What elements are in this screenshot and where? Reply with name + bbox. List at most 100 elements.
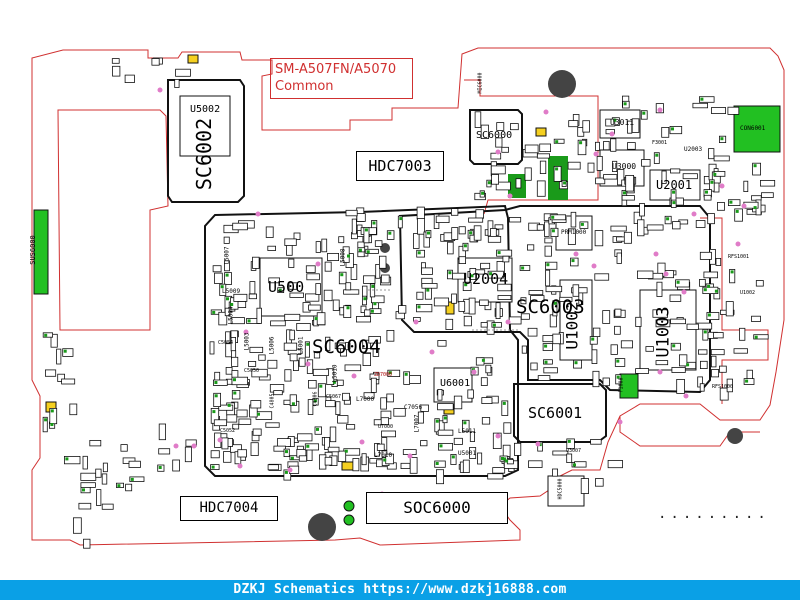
passive-component — [292, 359, 299, 372]
passive-component — [231, 376, 249, 386]
label-l7007: L7007 — [413, 414, 421, 433]
passive-component — [477, 452, 483, 465]
passive-component — [537, 375, 551, 381]
label-l5001: L5001 — [297, 336, 305, 355]
passive-component — [635, 368, 649, 374]
test-point — [495, 433, 501, 439]
test-point — [413, 319, 419, 325]
green-pad — [489, 272, 493, 276]
passive-component — [700, 360, 708, 369]
green-pad — [225, 273, 229, 277]
passive-component — [327, 446, 340, 453]
passive-component — [536, 224, 544, 231]
green-pad — [388, 231, 392, 235]
shield-sc6000 — [469, 109, 523, 165]
passive-component — [614, 358, 626, 367]
passive-component — [469, 447, 477, 459]
passive-component — [397, 215, 403, 229]
passive-component — [408, 375, 421, 384]
green-pad — [319, 384, 323, 388]
passive-component — [570, 211, 577, 228]
passive-component — [469, 431, 475, 442]
passive-component — [231, 390, 241, 400]
green-pad — [230, 303, 234, 306]
passive-component — [417, 411, 424, 424]
passive-component — [451, 293, 457, 304]
passive-component — [537, 441, 543, 452]
label-l5008: L5008 — [339, 248, 347, 267]
passive-component — [306, 359, 314, 374]
passive-component — [542, 343, 553, 351]
passive-component — [481, 417, 491, 425]
passive-component — [726, 378, 733, 393]
test-point — [495, 149, 501, 155]
green-pad — [613, 118, 617, 122]
passive-component — [467, 389, 474, 399]
passive-component — [577, 139, 587, 156]
passive-component — [327, 252, 340, 261]
passive-component — [605, 118, 616, 127]
passive-components — [42, 57, 776, 549]
passive-component — [378, 255, 387, 269]
passive-component — [487, 270, 504, 279]
passive-component — [324, 436, 331, 450]
green-pad — [464, 283, 468, 287]
passive-component — [728, 199, 741, 206]
passive-component — [734, 208, 743, 222]
passive-component — [238, 418, 252, 425]
passive-component — [345, 342, 351, 351]
passive-component — [595, 478, 604, 487]
passive-component — [83, 538, 91, 549]
passive-component — [587, 162, 595, 173]
green-pad — [214, 381, 218, 384]
passive-component — [218, 311, 228, 326]
green-pad — [623, 102, 627, 106]
passive-component — [210, 464, 220, 471]
passive-component — [437, 340, 447, 347]
green-pad — [371, 284, 375, 288]
passive-component — [62, 348, 74, 357]
passive-component — [212, 379, 228, 386]
green-pad — [370, 309, 374, 313]
passive-component — [645, 346, 654, 352]
passive-component — [621, 195, 635, 201]
passive-component — [468, 217, 484, 223]
passive-component — [249, 281, 256, 295]
passive-component — [571, 287, 588, 294]
passive-component — [338, 271, 347, 285]
passive-component — [708, 148, 715, 160]
passive-component — [607, 459, 623, 469]
passive-component — [637, 270, 654, 279]
passive-component — [519, 265, 531, 271]
passive-component — [435, 469, 444, 485]
passive-component — [124, 74, 135, 83]
passive-component — [567, 228, 576, 245]
passive-component — [381, 430, 397, 438]
test-point — [243, 329, 249, 335]
test-point — [653, 251, 659, 257]
passive-component — [304, 293, 320, 302]
passive-component — [497, 295, 512, 300]
component-yellow — [445, 301, 455, 315]
passive-component — [289, 353, 298, 362]
green-pad — [211, 465, 215, 469]
passive-component — [462, 459, 470, 474]
passive-component — [612, 160, 618, 173]
green-pad — [580, 222, 584, 226]
passive-component — [209, 341, 215, 355]
green-pad — [285, 450, 288, 454]
passive-component — [553, 165, 562, 182]
passive-component — [258, 354, 266, 361]
green-pad — [344, 449, 348, 453]
green-pad — [720, 137, 724, 141]
green-pad — [306, 444, 310, 448]
passive-component — [351, 218, 357, 235]
green-pad — [463, 244, 467, 248]
label-c4805: C4805 — [269, 393, 276, 409]
test-point — [305, 361, 311, 367]
title-line-1: SM-A507FN/A5070 — [275, 62, 397, 77]
green-pad — [487, 181, 491, 185]
passive-component — [552, 333, 561, 345]
component-green — [343, 514, 355, 526]
passive-component — [699, 96, 715, 103]
